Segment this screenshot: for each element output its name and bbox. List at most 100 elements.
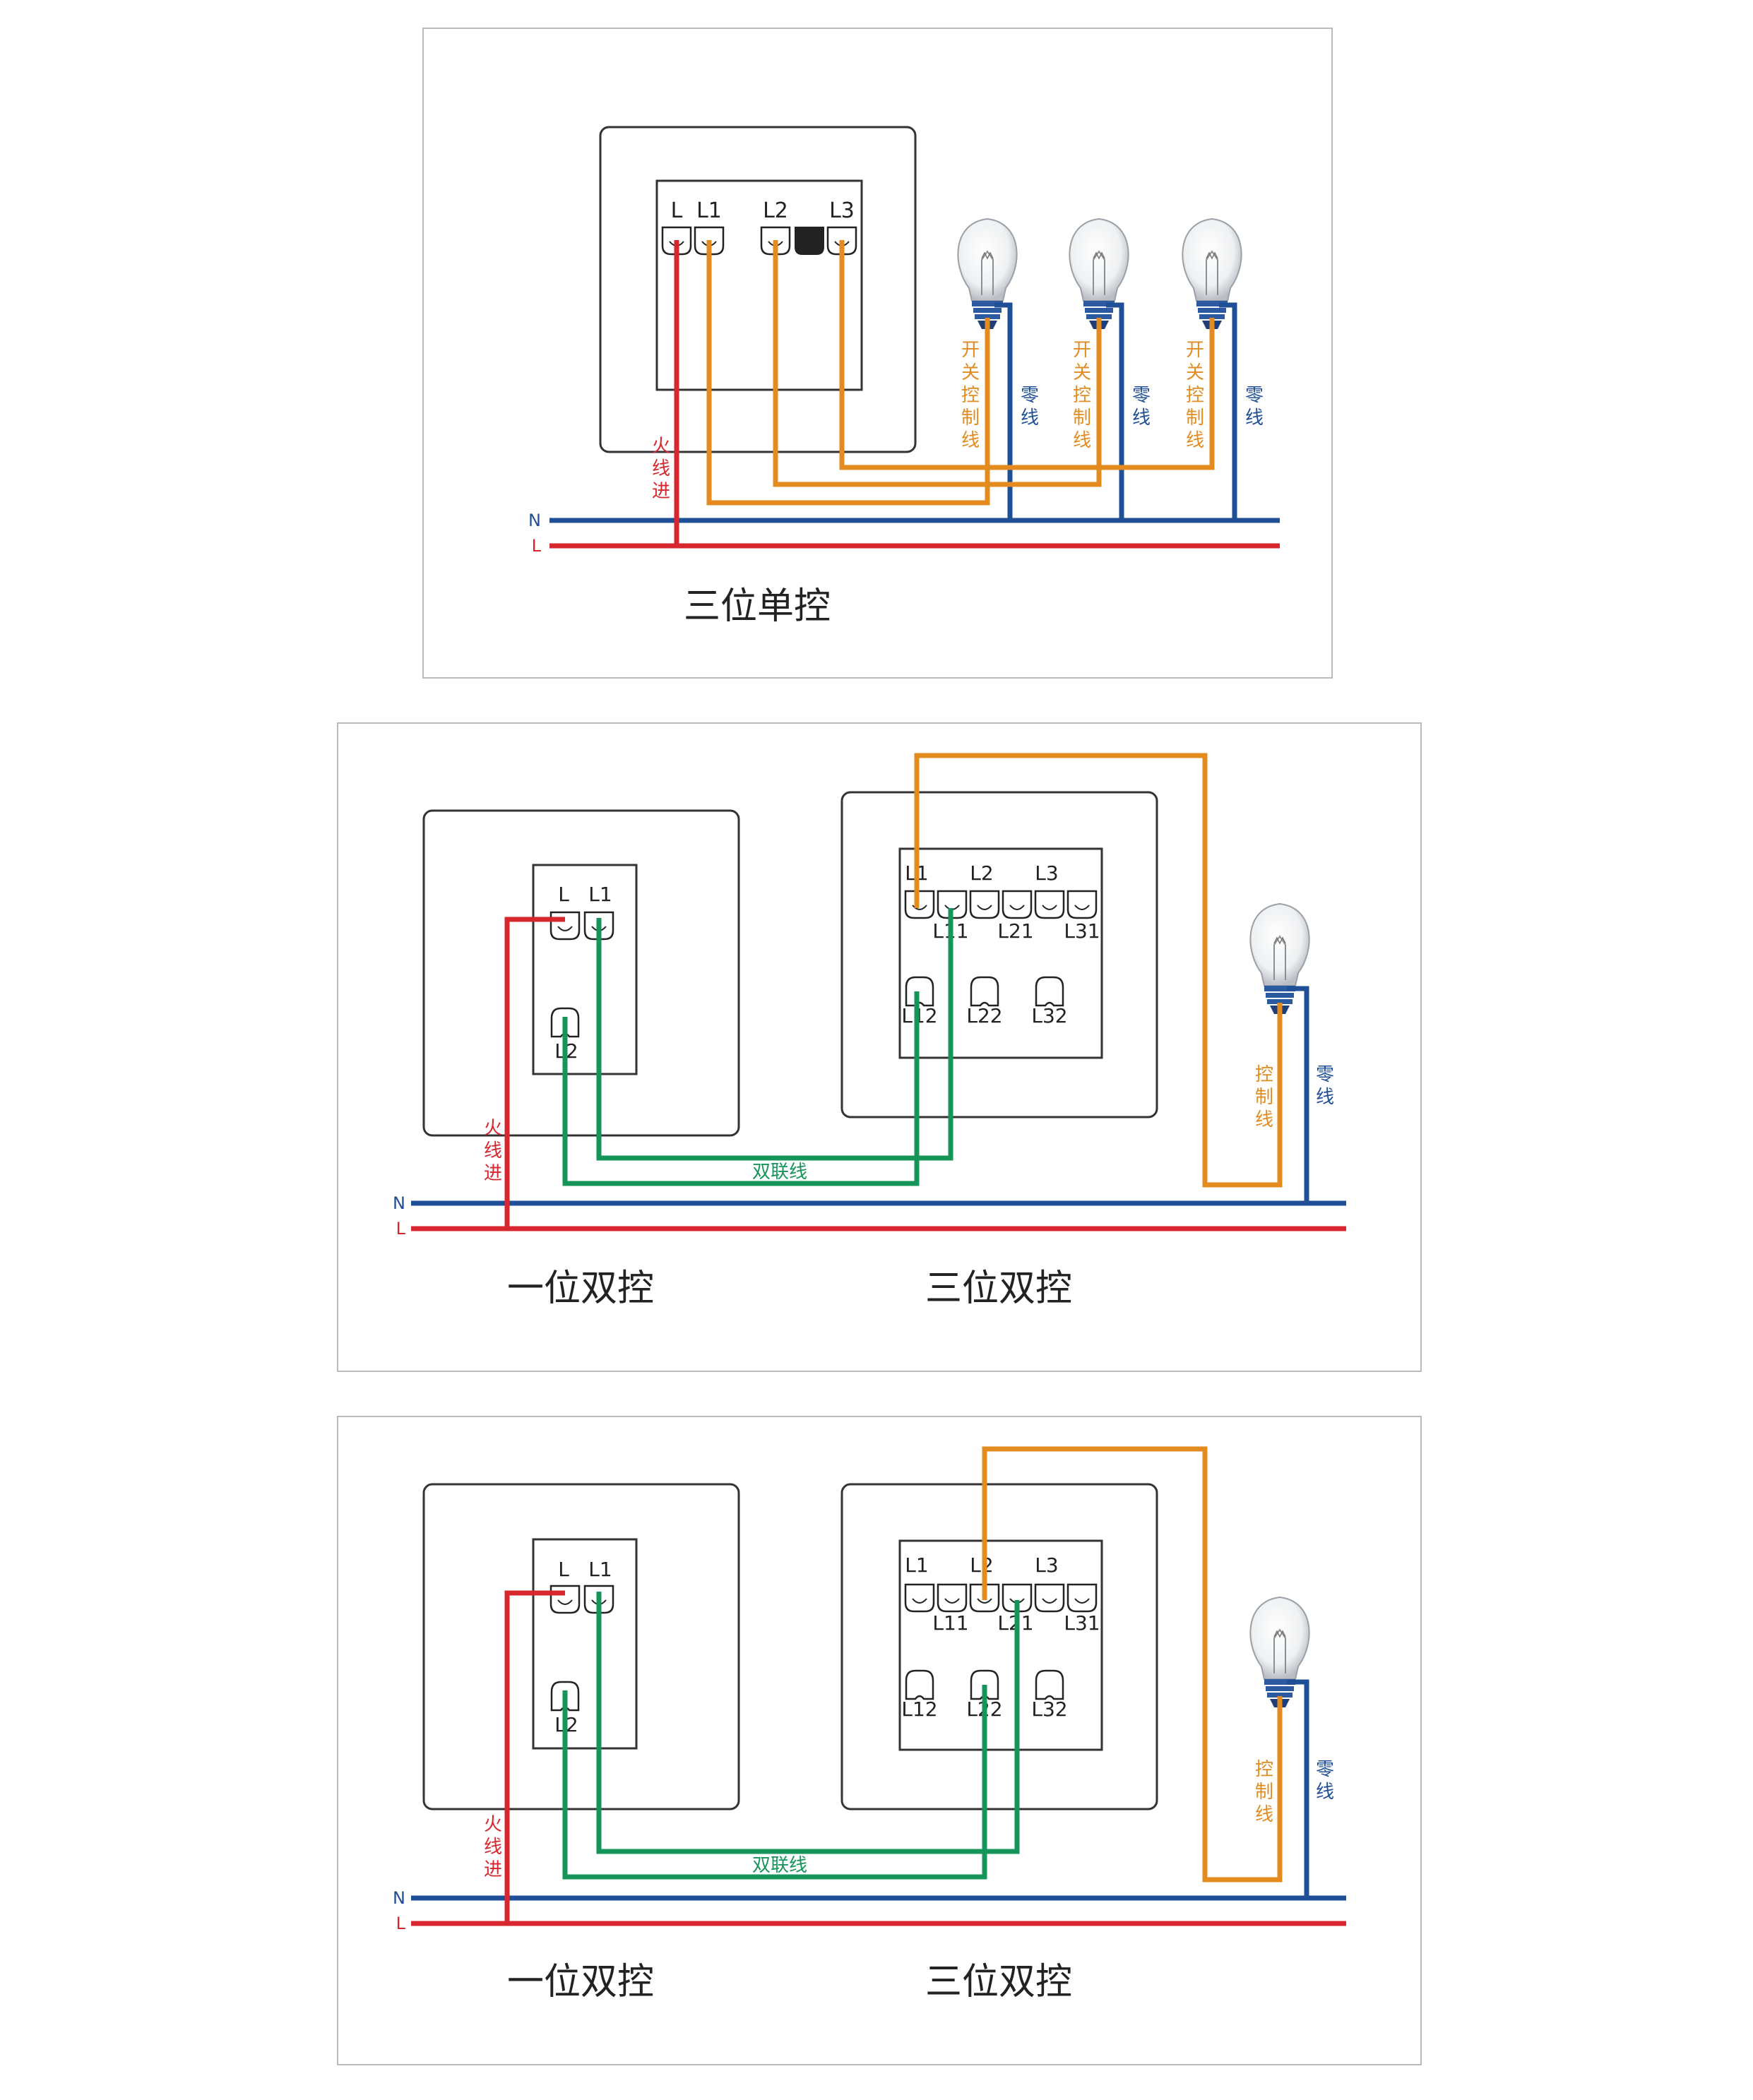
line-label-N: N (393, 1888, 405, 1908)
title-left: 一位双控 (507, 1267, 654, 1310)
svg-text:控: 控 (961, 385, 980, 406)
svg-text:线: 线 (1255, 1804, 1273, 1825)
control-wire-label-2: 开 关 控 制 线 (1073, 340, 1091, 451)
live-in-label: 火 线 进 (484, 1814, 502, 1880)
live-in-label: 火 线 进 (652, 436, 670, 502)
terminal-L (549, 1585, 581, 1614)
svg-text:线: 线 (484, 1140, 502, 1162)
terminal-label-L: L (558, 1558, 569, 1581)
terminal-block-right (898, 1539, 1103, 1751)
terminal-block-left (532, 864, 638, 1075)
svg-text:线: 线 (1132, 407, 1151, 429)
terminal-label-L21: L21 (997, 919, 1033, 943)
panel-title: 三位单控 (684, 585, 831, 628)
svg-text:火: 火 (484, 1118, 502, 1139)
terminal-label-L1: L1 (696, 198, 722, 223)
svg-text:零: 零 (1132, 385, 1151, 406)
svg-text:开: 开 (1073, 340, 1091, 361)
terminal-label-L32: L32 (1031, 1004, 1067, 1027)
control-wire-label: 控 制 线 (1255, 1064, 1273, 1130)
svg-text:线: 线 (1186, 430, 1204, 451)
svg-text:控: 控 (1255, 1759, 1273, 1780)
svg-text:进: 进 (484, 1163, 502, 1184)
neutral-drop (1287, 986, 1309, 1203)
title-left: 一位双控 (507, 1961, 654, 2003)
terminal-label-L3-r: L3 (1035, 861, 1058, 885)
neutral-drop-1 (994, 302, 1013, 520)
terminal-label-L1-r: L1 (905, 1553, 928, 1577)
link-wire-1 (596, 1592, 1020, 1854)
svg-text:制: 制 (1073, 407, 1091, 429)
terminal-label-L3-r: L3 (1035, 1553, 1058, 1577)
terminal-block (655, 179, 863, 391)
svg-text:开: 开 (961, 340, 980, 361)
control-wire (914, 753, 1283, 1188)
svg-text:控: 控 (1073, 385, 1091, 406)
terminal-label-L11: L11 (932, 1611, 968, 1635)
neutral-wire-label-2: 零 线 (1132, 385, 1151, 429)
live-in-label: 火 线 进 (484, 1118, 502, 1184)
svg-text:零: 零 (1316, 1759, 1334, 1780)
svg-text:线: 线 (1316, 1782, 1334, 1803)
neutral-wire-label-1: 零 线 (1021, 385, 1039, 429)
control-wire-label: 控 制 线 (1255, 1759, 1273, 1825)
svg-text:关: 关 (1186, 362, 1204, 383)
link-wire-label: 双联线 (752, 1855, 807, 1876)
control-wire-2 (773, 240, 1102, 487)
terminal-label-L3: L3 (829, 198, 855, 223)
svg-text:控: 控 (1255, 1064, 1273, 1085)
terminal-blank (795, 227, 824, 255)
svg-text:线: 线 (1021, 407, 1039, 429)
svg-text:进: 进 (652, 481, 670, 502)
svg-text:制: 制 (1186, 407, 1204, 429)
link-wire-label: 双联线 (752, 1162, 807, 1183)
neutral-wire-label-3: 零 线 (1245, 385, 1264, 429)
svg-text:制: 制 (1255, 1087, 1273, 1108)
terminal-label-L2-r: L2 (970, 1553, 993, 1577)
panel-double-control-b: L L1 L2 L1 L2 L3 L11 L21 L31 L12 L22 L32 (337, 1416, 1422, 2065)
neutral-drop-3 (1219, 302, 1237, 520)
live-in-wire (504, 1590, 565, 1923)
panel-double-control-a: L L1 L2 L1 L2 L3 L11 L21 L31 L12 L22 L32 (337, 722, 1422, 1372)
svg-text:火: 火 (484, 1814, 502, 1835)
terminal-label-L1: L1 (588, 1558, 612, 1581)
svg-text:线: 线 (1316, 1087, 1334, 1108)
terminal-label-L12: L12 (901, 1698, 937, 1721)
neutral-wire-label: 零 线 (1316, 1759, 1334, 1803)
svg-text:零: 零 (1245, 385, 1264, 406)
svg-text:线: 线 (1245, 407, 1264, 429)
svg-text:线: 线 (1255, 1109, 1273, 1130)
svg-text:零: 零 (1021, 385, 1039, 406)
terminal-label-L31: L31 (1064, 1611, 1100, 1635)
control-wire-label-1: 开 关 控 制 线 (961, 340, 980, 451)
svg-text:进: 进 (484, 1859, 502, 1880)
control-wire-3 (839, 240, 1215, 470)
svg-text:关: 关 (1073, 362, 1091, 383)
live-in-wire (504, 917, 565, 1229)
control-wire (982, 1446, 1283, 1883)
link-wire-1 (596, 908, 953, 1161)
svg-text:开: 开 (1186, 340, 1204, 361)
control-wire-1 (706, 240, 990, 506)
terminal-label-L31: L31 (1064, 919, 1100, 943)
neutral-wire-label: 零 线 (1316, 1064, 1334, 1108)
svg-text:线: 线 (652, 458, 670, 479)
line-label-N: N (528, 511, 541, 530)
terminal-label-L: L (558, 883, 569, 906)
terminal-label-L1: L1 (588, 883, 612, 906)
svg-text:线: 线 (1073, 430, 1091, 451)
terminal-block-right (898, 847, 1103, 1059)
terminal-label-L2-r: L2 (970, 861, 993, 885)
svg-text:制: 制 (961, 407, 980, 429)
neutral-drop-2 (1106, 302, 1124, 520)
svg-text:关: 关 (961, 362, 980, 383)
svg-text:火: 火 (652, 436, 670, 457)
title-right: 三位双控 (925, 1267, 1072, 1310)
terminal-L (549, 911, 581, 941)
control-wire-label-3: 开 关 控 制 线 (1186, 340, 1204, 451)
line-label-N: N (393, 1193, 405, 1213)
terminal-label-L12: L12 (901, 1004, 937, 1027)
svg-text:控: 控 (1186, 385, 1204, 406)
svg-text:制: 制 (1255, 1782, 1273, 1803)
